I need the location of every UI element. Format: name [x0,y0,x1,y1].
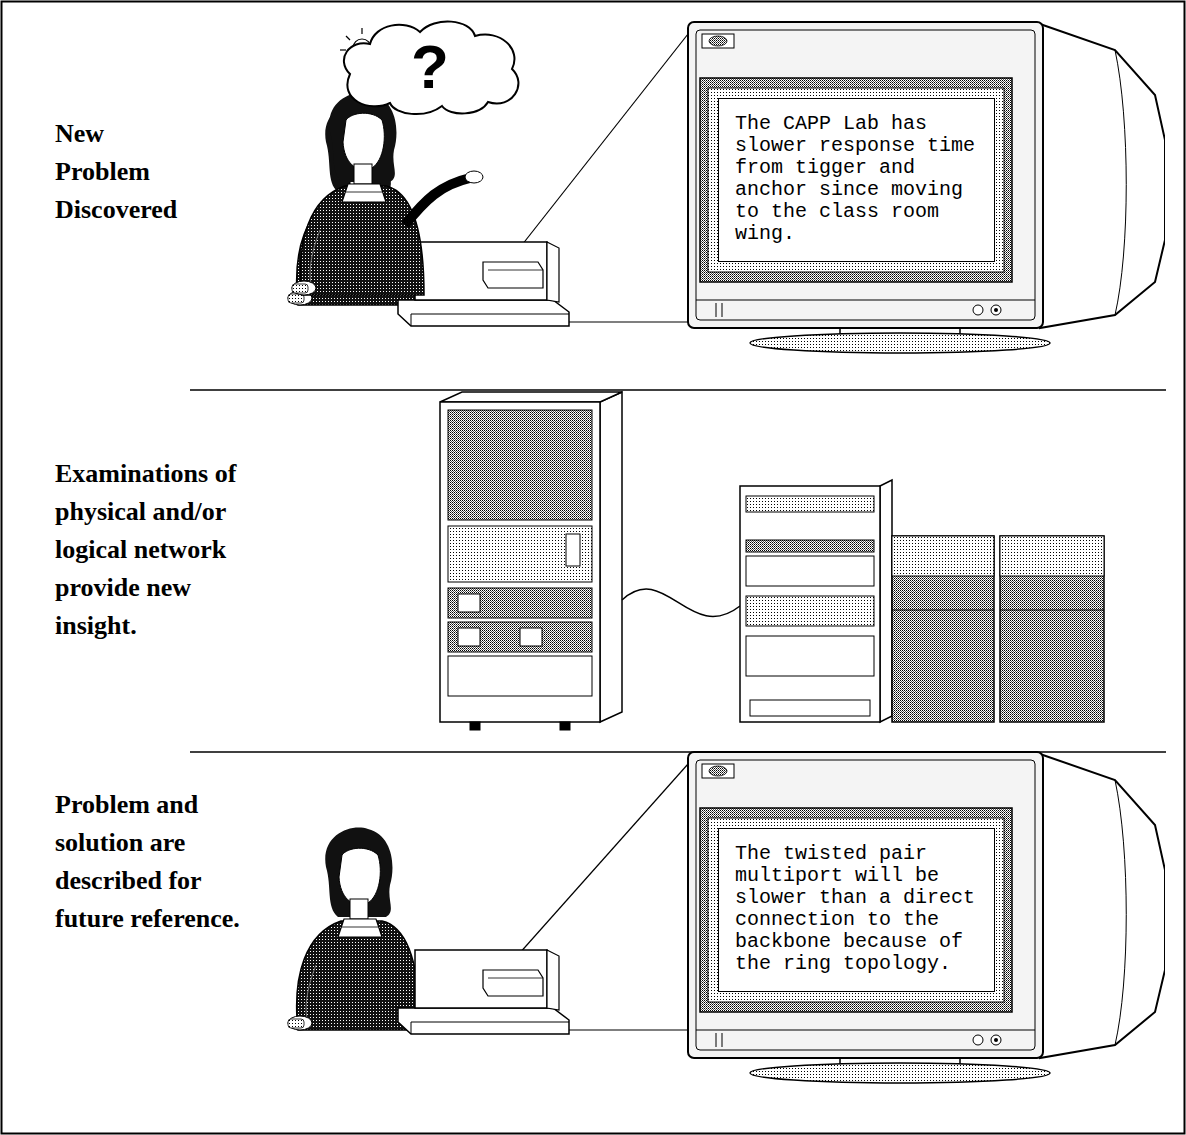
panel-caption: New Problem Discovered [55,115,185,229]
question-mark: ? [330,35,530,99]
panel-one-art [288,22,1165,353]
panel-divider [190,389,1166,391]
panel-caption: Problem and solution are described for f… [55,786,270,938]
rack-cabinet [440,392,622,730]
cable [622,589,740,617]
monitor-screen: The twisted pair multiport will be slowe… [718,828,995,992]
monitor-screen: The CAPP Lab has slower response time fr… [718,98,995,262]
panel-three-art [288,752,1165,1083]
screen-text: The twisted pair multiport will be slowe… [735,843,978,975]
storage-units [892,536,1104,722]
server-cabinet [740,480,892,722]
panel-caption: Examinations of physical and/or logical … [55,455,260,645]
screen-text: The CAPP Lab has slower response time fr… [735,113,978,245]
thought-bubble: ? [330,14,530,120]
